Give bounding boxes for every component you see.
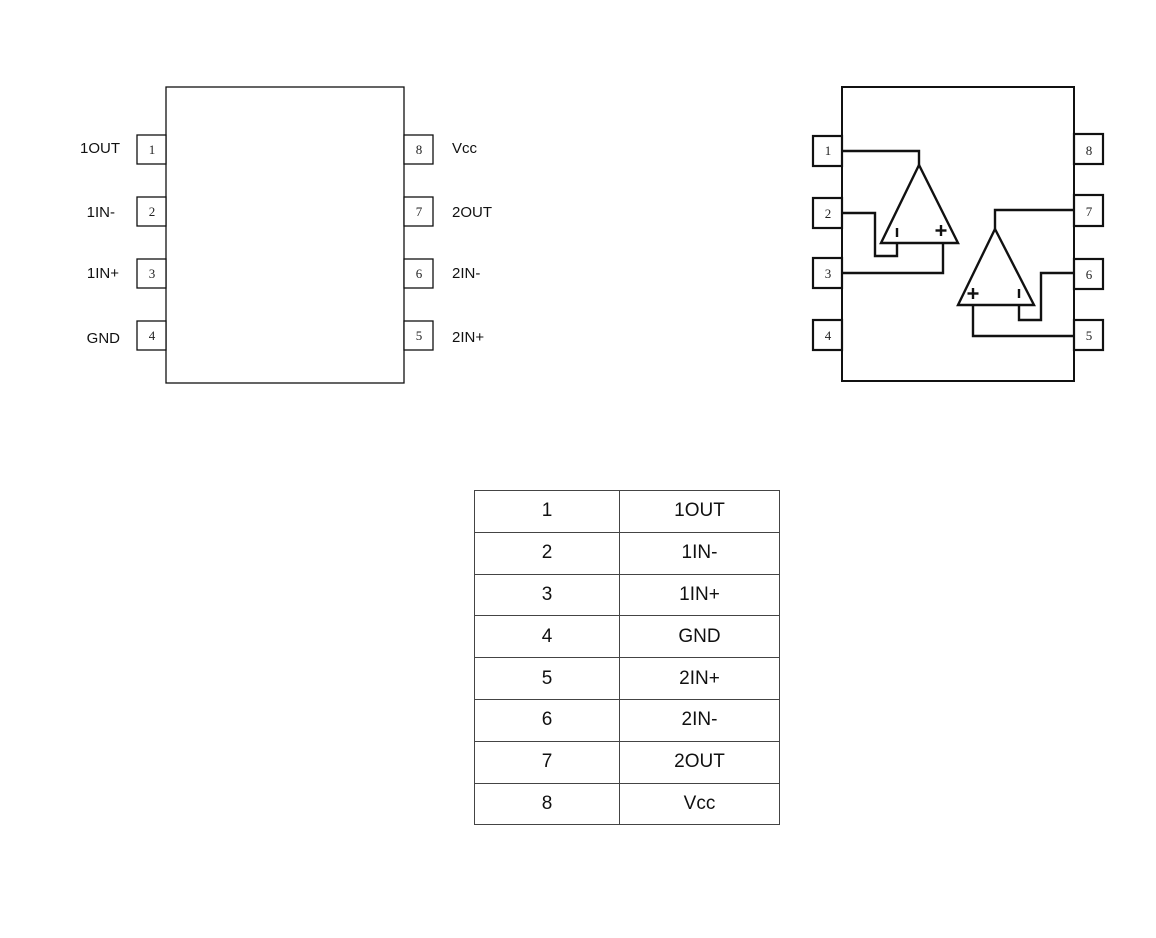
pin-label: 1IN- [87, 204, 115, 221]
pin-label: Vcc [452, 140, 478, 157]
pin-number: 8 [1086, 143, 1093, 158]
schematic-body [841, 86, 1075, 382]
pin-number: 1 [825, 143, 832, 158]
pin-name-cell: 1OUT [619, 490, 780, 533]
schematic-pin-7 [1072, 193, 1105, 228]
pin-number-cell: 4 [474, 615, 620, 659]
pin-number: 5 [416, 328, 423, 343]
pin-label: 2IN- [452, 265, 480, 282]
pin-number: 6 [416, 266, 423, 281]
pin-box-4 [136, 320, 167, 351]
opamp-1-triangle [879, 162, 960, 245]
pin-box-2 [136, 196, 167, 227]
pin-name-cell: 2OUT [619, 740, 780, 784]
pin-label: GND [87, 330, 121, 347]
wires [842, 149, 1074, 338]
pin-name-cell: 1IN+ [619, 573, 780, 617]
wire-2out [993, 208, 1074, 229]
pin-table: 1 1OUT 2 1IN- 3 1IN+ 4 GND 5 2IN+ 6 2IN-… [474, 490, 780, 826]
pin-number-cell: 6 [474, 698, 620, 742]
pin-label: 1OUT [80, 140, 120, 157]
pin-name-cell: 1IN- [619, 531, 780, 575]
pin-number-cell: 2 [474, 531, 620, 575]
pin-number: 3 [149, 266, 156, 281]
wire-1out [842, 149, 921, 165]
table-row: 1 1OUT [474, 490, 780, 533]
pin-number: 7 [416, 204, 423, 219]
pin-name-cell: 2IN- [619, 698, 780, 742]
schematic-pin-3 [811, 256, 844, 290]
wire-2in-plus [971, 305, 1074, 338]
pin-number: 3 [825, 266, 832, 281]
table-row: 7 2OUT [474, 740, 780, 784]
pin-number: 2 [149, 204, 156, 219]
table-row: 2 1IN- [474, 531, 780, 575]
wire-2in-minus [1017, 271, 1074, 322]
pin-box-3 [136, 258, 167, 289]
schematic-pin-5 [1072, 318, 1105, 352]
pin-number: 2 [825, 206, 832, 221]
pin-box-8 [403, 134, 434, 165]
pin-number: 6 [1086, 267, 1093, 282]
pin-name-cell: GND [619, 615, 780, 659]
pin-box-6 [403, 258, 434, 289]
pin-number: 5 [1086, 328, 1093, 343]
pin-number-cell: 1 [474, 490, 620, 533]
pin-number-cell: 7 [474, 740, 620, 784]
schematic-pin-8 [1072, 132, 1105, 166]
pin-label: 2IN+ [452, 329, 484, 346]
schematic-pin-1 [811, 134, 844, 168]
pin-name-cell: 2IN+ [619, 657, 780, 700]
pin-label: 1IN+ [87, 265, 119, 282]
pin-box-7 [403, 196, 434, 227]
schematic-pin-4 [811, 318, 844, 352]
pin-name-cell: Vcc [619, 782, 780, 826]
pin-label: 2OUT [452, 204, 492, 221]
pin-number-cell: 3 [474, 573, 620, 617]
internal-schematic: 1 2 3 4 8 7 6 5 [811, 86, 1105, 382]
pin-number: 1 [149, 142, 156, 157]
package-body [165, 86, 405, 384]
pin-number-cell: 5 [474, 657, 620, 700]
table-row: 5 2IN+ [474, 657, 780, 700]
pin-number: 8 [416, 142, 423, 157]
pin-number: 4 [149, 328, 156, 343]
pin-number-cell: 8 [474, 782, 620, 826]
wire-1in-plus [842, 243, 945, 275]
table-row: 3 1IN+ [474, 573, 780, 617]
pin-number: 7 [1086, 204, 1093, 219]
pin-number: 4 [825, 328, 832, 343]
table-row: 4 GND [474, 615, 780, 659]
table-row: 8 Vcc [474, 782, 780, 826]
pin-box-5 [403, 320, 434, 351]
pinout-package: 1 2 3 4 1OUT 1IN- 1IN+ GND 8 7 6 5 Vcc 2… [80, 86, 492, 384]
pin-box-1 [136, 134, 167, 165]
wire-1in-minus [842, 211, 899, 258]
schematic-pin-2 [811, 196, 844, 230]
table-row: 6 2IN- [474, 698, 780, 742]
opamp-2-triangle [956, 226, 1036, 307]
